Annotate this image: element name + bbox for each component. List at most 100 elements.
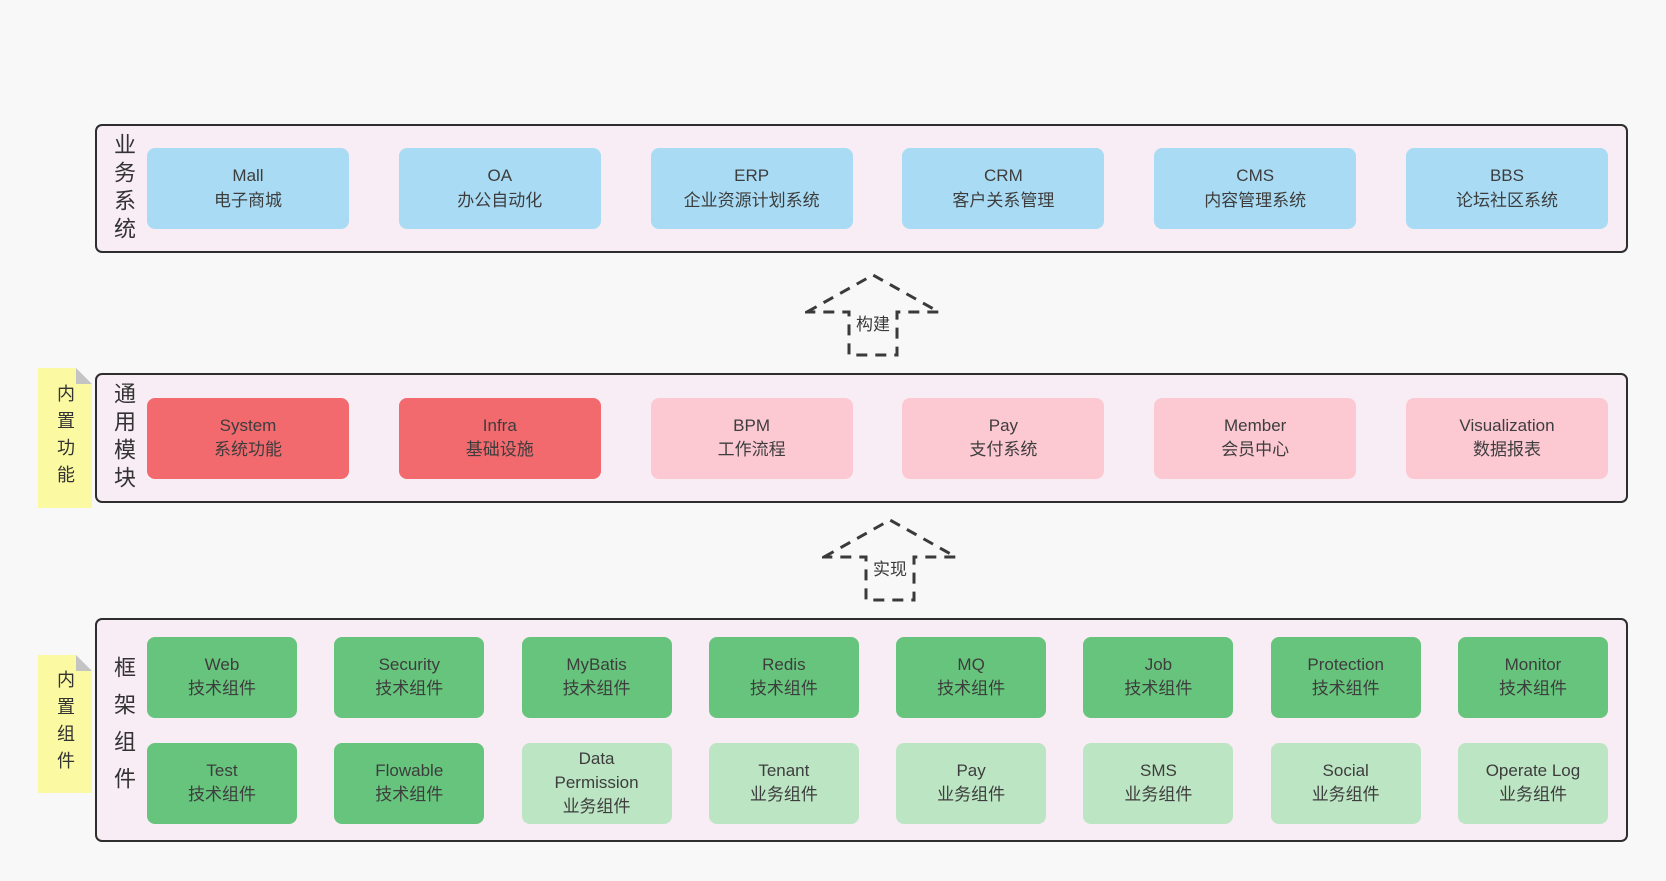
box-title: Visualization [1459,415,1555,435]
box-title: Member [1224,415,1287,435]
box-subtitle: 客户关系管理 [952,190,1055,210]
framework-row-1: Web 技术组件 Security 技术组件 MyBatis 技术组件 Redi… [147,636,1608,718]
arrow-implement-label: 实现 [873,560,907,579]
block-arrow-up-icon [822,518,958,602]
box-title: BBS [1489,166,1524,186]
business-box-bbs: BBS 论坛社区系统 [1405,148,1608,229]
box-title: Operate Log [1485,760,1581,780]
box-subtitle: 业务组件 [1311,785,1380,804]
arrow-build: 构建 [805,272,941,358]
box-subtitle: 技术组件 [1498,679,1567,698]
box-title: SMS [1139,760,1177,780]
box-title: Security [378,654,440,674]
box-subtitle: 电子商城 [214,190,282,210]
box-subtitle: 业务组件 [937,785,1006,804]
framework-box-pay: Pay 业务组件 [896,742,1047,824]
box-title: Pay [988,415,1019,435]
sticky-note-built-in-components: 内置组件 [38,655,92,793]
box-subtitle: 技术组件 [375,785,444,804]
business-box-erp: ERP 企业资源计划系统 [650,148,853,229]
box-subtitle: 基础设施 [465,440,534,459]
framework-box-social: Social 业务组件 [1270,742,1421,824]
box-title: Pay [956,760,986,780]
box-title: Data Permission [554,748,639,792]
layer-common-modules: 通用模块 System 系统功能 Infra 基础设施 BPM 工作流程 Pay… [95,373,1628,503]
box-subtitle: 办公自动化 [457,190,543,210]
module-box-visualization: Visualization 数据报表 [1405,397,1608,479]
layer-framework-components: 框架组件 Web 技术组件 Security 技术组件 MyBatis 技术组件… [95,618,1628,842]
module-box-bpm: BPM 工作流程 [650,397,853,479]
framework-box-monitor: Monitor 技术组件 [1457,636,1608,718]
framework-box-flowable: Flowable 技术组件 [334,742,485,824]
box-title: Tenant [758,760,810,780]
box-title: Job [1144,654,1173,674]
box-title: Social [1322,760,1369,780]
framework-box-web: Web 技术组件 [147,636,297,718]
box-subtitle: 技术组件 [749,679,818,698]
framework-box-tenant: Tenant 业务组件 [708,742,859,824]
business-boxes-row: Mall 电子商城 OA 办公自动化 ERP 企业资源计划系统 CRM 客户关系… [147,126,1608,251]
module-box-infra: Infra 基础设施 [398,397,601,479]
box-subtitle: 支付系统 [969,440,1038,459]
box-title: CMS [1236,166,1275,186]
framework-box-redis: Redis 技术组件 [708,636,859,718]
box-subtitle: 数据报表 [1472,440,1541,459]
module-box-system: System 系统功能 [147,397,349,479]
box-title: Web [204,654,240,674]
box-title: Redis [762,654,806,674]
layer-title-framework: 框架组件 [111,656,136,804]
arrow-build-label: 构建 [856,315,890,334]
box-subtitle: 技术组件 [937,679,1006,698]
framework-row-2: Test 技术组件 Flowable 技术组件 Data Permission … [147,742,1608,824]
box-subtitle: 会员中心 [1221,440,1290,459]
module-box-member: Member 会员中心 [1154,397,1357,479]
box-subtitle: 业务组件 [1124,785,1193,804]
framework-box-protection: Protection 技术组件 [1270,636,1421,718]
layer-title-business: 业务系统 [111,132,136,245]
business-box-mall: Mall 电子商城 [147,148,349,229]
sticky-note-built-in-features: 内置功能 [38,368,92,508]
box-title: Test [206,760,238,780]
box-title: Mall [232,166,264,186]
business-box-oa: OA 办公自动化 [398,148,601,229]
framework-box-mybatis: MyBatis 技术组件 [521,636,672,718]
box-subtitle: 业务组件 [562,797,631,817]
box-subtitle: 技术组件 [188,679,256,698]
block-arrow-up-icon [805,273,941,357]
arrow-implement: 实现 [822,517,958,603]
framework-box-operate-log: Operate Log 业务组件 [1457,742,1608,824]
layer-title-modules: 通用模块 [111,382,136,494]
box-subtitle: 业务组件 [749,785,818,804]
box-title: System [219,415,277,435]
module-boxes-row: System 系统功能 Infra 基础设施 BPM 工作流程 Pay 支付系统… [147,375,1608,501]
box-title: BPM [733,415,771,435]
framework-boxes-grid: Web 技术组件 Security 技术组件 MyBatis 技术组件 Redi… [147,620,1608,840]
box-title: MyBatis [566,654,627,674]
box-title: Infra [482,415,517,435]
box-title: OA [487,166,513,186]
box-subtitle: 工作流程 [717,440,786,459]
box-subtitle: 技术组件 [562,679,631,698]
box-subtitle: 论坛社区系统 [1455,190,1558,210]
framework-box-mq: MQ 技术组件 [896,636,1047,718]
framework-box-test: Test 技术组件 [147,742,297,824]
box-subtitle: 业务组件 [1498,785,1567,804]
business-box-cms: CMS 内容管理系统 [1154,148,1357,229]
box-title: ERP [734,166,770,186]
box-subtitle: 企业资源计划系统 [683,190,820,210]
box-title: Protection [1307,654,1384,674]
box-subtitle: 技术组件 [1124,679,1193,698]
box-title: Flowable [375,760,444,780]
box-subtitle: 技术组件 [1311,679,1380,698]
box-subtitle: 内容管理系统 [1204,190,1307,210]
module-box-pay: Pay 支付系统 [902,397,1105,479]
framework-box-sms: SMS 业务组件 [1083,742,1234,824]
box-subtitle: 系统功能 [214,440,282,459]
box-title: MQ [957,654,985,674]
framework-box-data-permission: Data Permission 业务组件 [521,742,672,824]
framework-box-security: Security 技术组件 [334,636,485,718]
box-subtitle: 技术组件 [188,785,256,804]
box-title: CRM [984,166,1023,186]
framework-box-job: Job 技术组件 [1083,636,1234,718]
business-box-crm: CRM 客户关系管理 [902,148,1105,229]
